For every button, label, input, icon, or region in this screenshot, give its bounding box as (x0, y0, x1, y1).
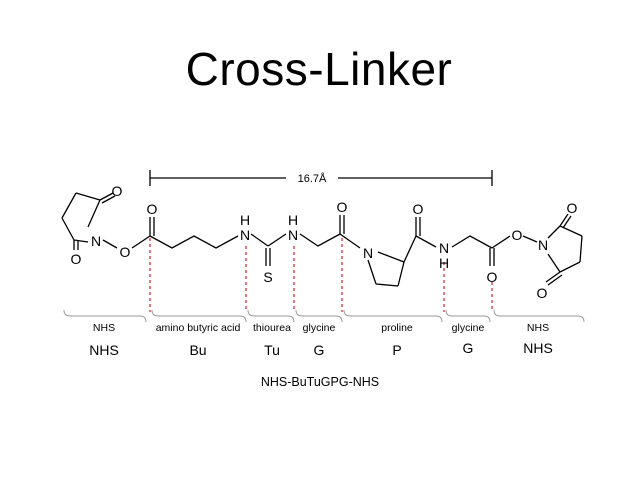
atom-n: N (91, 233, 101, 249)
segment-small-label: proline (381, 322, 413, 334)
segment-abbrev-label: NHS (523, 340, 553, 356)
left-nhs-ring (61, 192, 116, 250)
segment-small-label: glycine (452, 322, 485, 334)
proline-ring (367, 251, 405, 287)
atom-o: O (337, 199, 348, 215)
bond-o-n-right (522, 235, 538, 243)
segment-abbrev-label: Tu (264, 342, 280, 358)
atom-o: O (487, 269, 498, 285)
segment-abbrev-label: Bu (189, 342, 206, 358)
atom-o: O (71, 251, 82, 267)
atom-o: O (112, 183, 123, 199)
atom-n: N (240, 227, 250, 243)
bond-n-o-left (102, 239, 118, 249)
compound-name: NHS-BuTuGPG-NHS (261, 375, 379, 389)
atom-o: O (413, 201, 424, 217)
bond-c-o-right (491, 235, 511, 249)
segment-small-label: NHS (93, 322, 115, 334)
bond-c-nh2 (267, 233, 287, 247)
atom-h: H (439, 255, 449, 271)
atom-o: O (567, 200, 578, 216)
glycine-chain (299, 233, 341, 247)
atom-o: O (537, 285, 548, 301)
butyric-chain (149, 235, 239, 249)
atom-n: N (439, 240, 449, 256)
segment-abbrev-label: NHS (89, 342, 119, 358)
bond-pro-carbonyl (403, 235, 417, 263)
glycine2-chain (451, 235, 493, 249)
atom-n: N (538, 237, 548, 253)
segment-abbrev-label: G (314, 342, 325, 358)
segment-small-label: glycine (303, 322, 336, 334)
brace-g (295, 309, 343, 323)
brace-bu (151, 309, 247, 323)
atom-o: O (120, 244, 131, 260)
brace-nhs-left (63, 309, 147, 323)
atom-o: O (147, 201, 158, 217)
brace-nhs-right (493, 309, 585, 323)
slide-title: Cross-Linker (185, 43, 453, 95)
atom-n: N (363, 245, 373, 261)
right-nhs-ring (545, 213, 583, 286)
segment-abbrev-label: G (463, 340, 474, 356)
segment-small-label: thiourea (253, 322, 291, 334)
atom-h: H (240, 212, 250, 228)
distance-label: 16.7Å (298, 172, 327, 185)
brace-tu (247, 309, 295, 323)
brace-g2 (445, 309, 491, 323)
bond-c-n-pro (339, 233, 361, 249)
atom-n: N (288, 227, 298, 243)
brace-p (343, 309, 443, 323)
segment-abbrev-label: P (392, 342, 401, 358)
atom-o: O (512, 227, 523, 243)
segment-small-label: amino butyric acid (156, 322, 241, 334)
bond-c-nh3 (415, 235, 437, 248)
bond-o-c-left (131, 235, 151, 249)
atom-h: H (288, 212, 298, 228)
segment-small-label: NHS (527, 322, 549, 334)
bond-nh1-c (250, 233, 269, 247)
atom-s: S (263, 269, 272, 285)
